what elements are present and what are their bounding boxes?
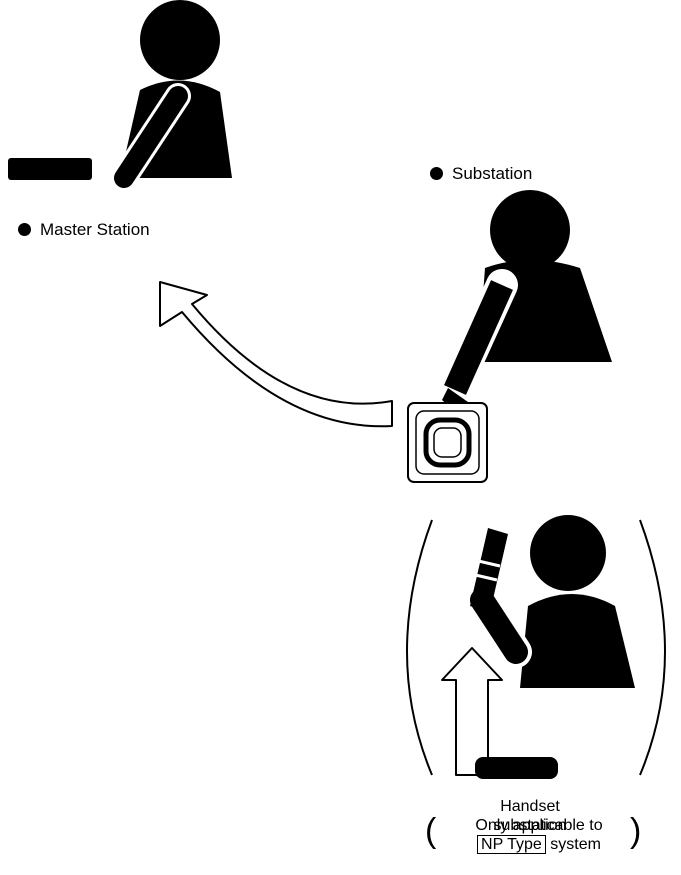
substation-head	[490, 190, 570, 270]
right-bracket	[640, 520, 665, 775]
master-station-figure	[8, 0, 232, 180]
caption-open-paren: (	[425, 814, 436, 848]
handset-substation-figure	[442, 515, 635, 779]
handset-caption-line2: Only applicable to	[444, 816, 634, 835]
master-console	[8, 158, 92, 180]
bullet-icon	[18, 223, 31, 236]
left-bracket	[407, 520, 432, 775]
call-arrow	[160, 282, 392, 426]
master-station-label: Master Station	[18, 220, 150, 240]
handset-person-head	[530, 515, 606, 591]
master-head	[140, 0, 220, 80]
np-type-box: NP Type	[477, 835, 546, 854]
call-button-unit	[408, 403, 487, 482]
handset-cradle	[475, 757, 558, 779]
caption-system-word: system	[550, 836, 601, 853]
pickup-arrow	[442, 648, 502, 775]
bullet-icon	[430, 167, 443, 180]
call-button	[426, 420, 469, 465]
handset-caption-line3: NP Type system	[444, 835, 634, 854]
substation-figure	[442, 190, 612, 416]
substation-label: Substation	[430, 164, 532, 184]
handset-person-torso	[520, 594, 635, 688]
handset-receiver	[470, 528, 508, 612]
